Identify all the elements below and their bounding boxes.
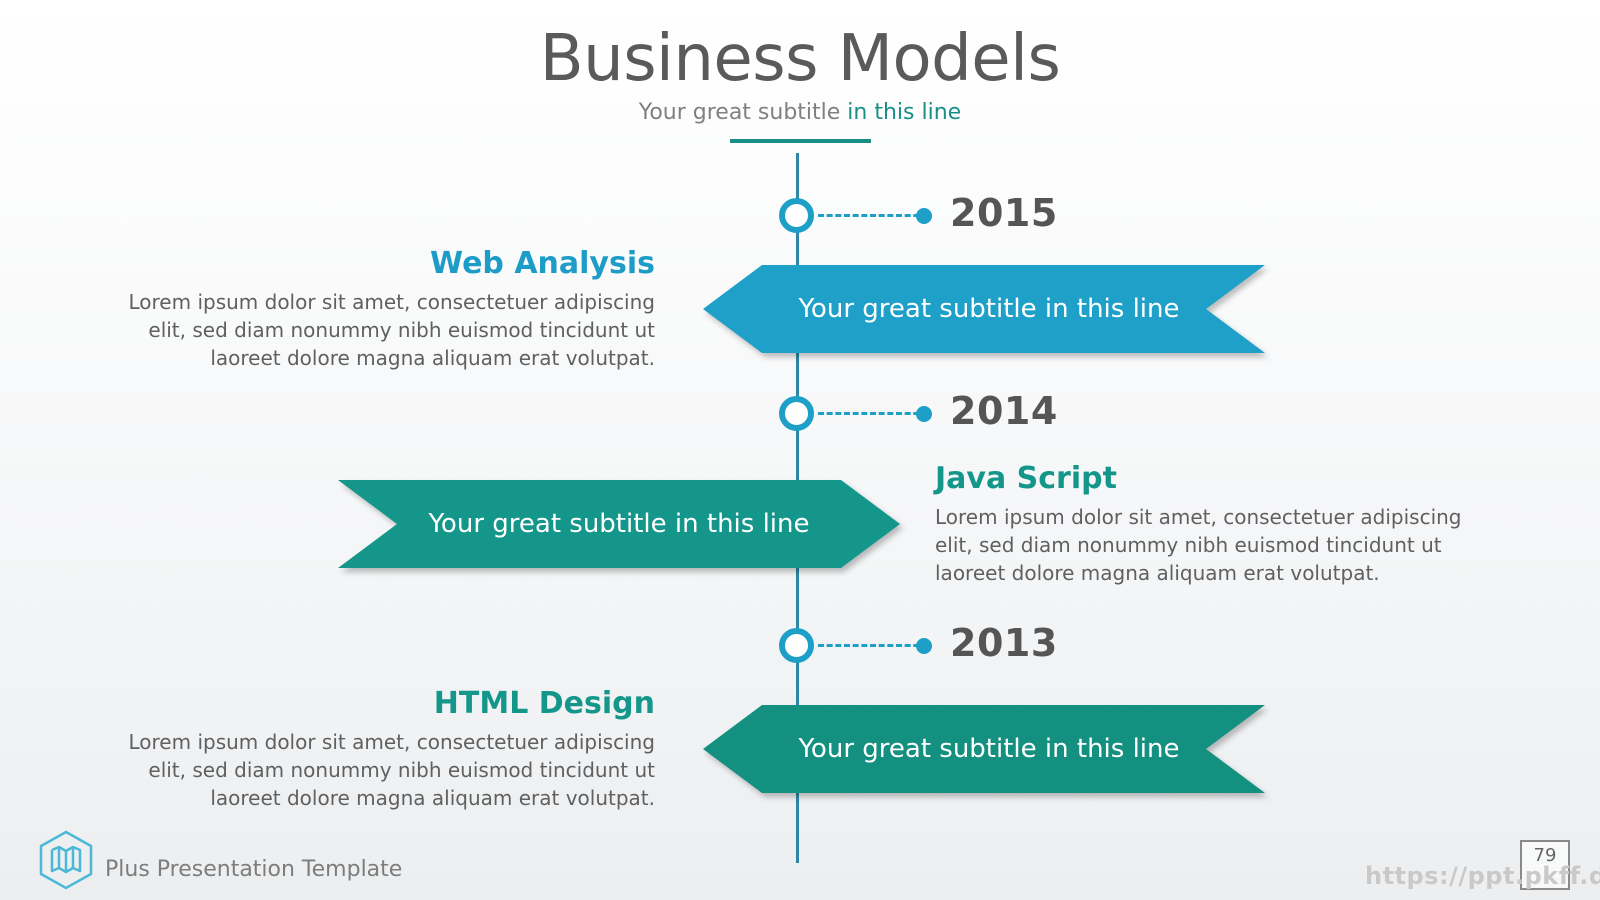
slide-title: Business Models (539, 22, 1061, 96)
page-number: 79 (1520, 840, 1570, 890)
body-line: elit, sed diam nonummy nibh euismod tinc… (148, 318, 655, 342)
body-line: Lorem ipsum dolor sit amet, consectetuer… (128, 730, 655, 754)
block-body-html-design: Lorem ipsum dolor sit amet, consectetuer… (128, 728, 655, 812)
timeline-dash-2013 (818, 644, 928, 647)
subtitle-highlight: in this line (847, 100, 962, 125)
body-line: laoreet dolore magna aliquam erat volutp… (210, 346, 655, 370)
block-title-java-script: Java Script (935, 461, 1117, 496)
body-line: Lorem ipsum dolor sit amet, consectetuer… (935, 505, 1462, 529)
ribbon-label: Your great subtitle in this line (798, 294, 1180, 324)
year-label-2014: 2014 (950, 389, 1058, 433)
slide-subtitle: Your great subtitle in this line (0, 100, 1600, 125)
template-name: Plus Presentation Template (105, 857, 403, 882)
timeline-dash-2015 (818, 214, 928, 217)
ribbon-shape (703, 265, 1265, 353)
timeline-dash-2014 (818, 412, 928, 415)
year-label-2015: 2015 (950, 191, 1058, 235)
ribbon-2015: Your great subtitle in this line (703, 265, 1265, 353)
timeline-node-2013 (779, 628, 814, 663)
timeline-dot-2014 (916, 406, 932, 422)
ribbon-2013: Your great subtitle in this line (703, 705, 1265, 793)
timeline-node-2014 (779, 396, 814, 431)
ribbon-label: Your great subtitle in this line (798, 734, 1180, 764)
ribbon-shape (703, 705, 1265, 793)
ribbon-2014: Your great subtitle in this line (338, 480, 900, 568)
block-title-web-analysis: Web Analysis (430, 246, 655, 281)
block-title-html-design: HTML Design (433, 686, 655, 721)
body-line: laoreet dolore magna aliquam erat volutp… (210, 786, 655, 810)
block-body-java-script: Lorem ipsum dolor sit amet, consectetuer… (935, 503, 1462, 587)
body-line: Lorem ipsum dolor sit amet, consectetuer… (128, 290, 655, 314)
timeline-node-2015 (779, 198, 814, 233)
ribbon-label: Your great subtitle in this line (428, 509, 810, 539)
body-line: elit, sed diam nonummy nibh euismod tinc… (935, 533, 1442, 557)
map-icon (39, 830, 93, 890)
block-body-web-analysis: Lorem ipsum dolor sit amet, consectetuer… (128, 288, 655, 372)
title-underline (730, 139, 871, 143)
subtitle-plain: Your great subtitle (638, 100, 848, 125)
watermark: https://ppt.pkff.de (1365, 862, 1600, 890)
ribbon-shape (338, 480, 900, 568)
timeline-dot-2013 (916, 638, 932, 654)
body-line: laoreet dolore magna aliquam erat volutp… (935, 561, 1380, 585)
year-label-2013: 2013 (950, 621, 1058, 665)
body-line: elit, sed diam nonummy nibh euismod tinc… (148, 758, 655, 782)
timeline-dot-2015 (916, 208, 932, 224)
